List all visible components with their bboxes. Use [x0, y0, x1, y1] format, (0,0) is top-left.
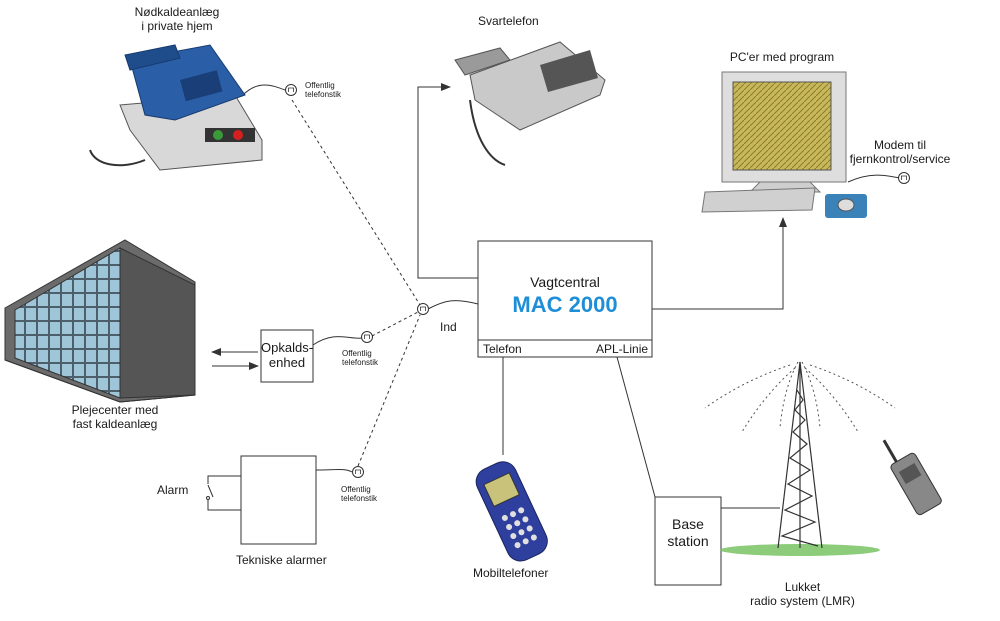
central-model: MAC 2000: [512, 292, 618, 317]
radio-system-label: Lukket radio system (LMR): [750, 580, 855, 608]
base-station-label: Base station: [667, 516, 709, 549]
base-station-box: [654, 496, 722, 586]
socket-icon: [285, 84, 910, 478]
modem-label: Modem til fjernkontrol/service: [849, 138, 951, 166]
dialer-unit-box: [260, 329, 314, 383]
mobile-phones-label: Mobiltelefoner: [473, 566, 549, 580]
nursing-home-label: Plejecenter med fast kaldeanlæg: [71, 403, 159, 431]
walkie-talkie-icon: [882, 439, 942, 516]
public-socket-label-2: Offentlig telefonstik: [342, 349, 379, 367]
building-icon: [4, 239, 196, 403]
emergency-phone-label: Nødkaldeanlæg i private hjem: [134, 5, 220, 33]
dialer-unit-label: Opkalds- enhed: [261, 340, 314, 370]
technical-alarms-label: Tekniske alarmer: [236, 553, 327, 567]
alarm-switch-icon: [206, 475, 241, 511]
answering-machine-icon: [454, 41, 606, 166]
pc-label: PC'er med program: [729, 50, 835, 64]
central-title: Vagtcentral: [530, 274, 600, 290]
alarm-label: Alarm: [157, 483, 189, 497]
dashed-phone-lines: [291, 99, 421, 467]
mobile-phone-icon: [475, 461, 548, 562]
computer-icon: [701, 71, 867, 218]
port-apl-label: APL-Linie: [596, 342, 649, 356]
public-socket-label-3: Offentlig telefonstik: [341, 485, 378, 503]
technical-alarms-box: [240, 455, 317, 545]
central-input-label: Ind: [440, 320, 457, 334]
answering-machine-label: Svartelefon: [478, 14, 539, 28]
port-telefon-label: Telefon: [483, 342, 522, 356]
central-box: [477, 240, 653, 358]
emergency-phone-icon: [89, 44, 263, 171]
public-socket-label-1: Offentlig telefonstik: [305, 81, 342, 99]
radio-tower-icon: [704, 361, 896, 556]
connection-lines: [242, 83, 901, 509]
